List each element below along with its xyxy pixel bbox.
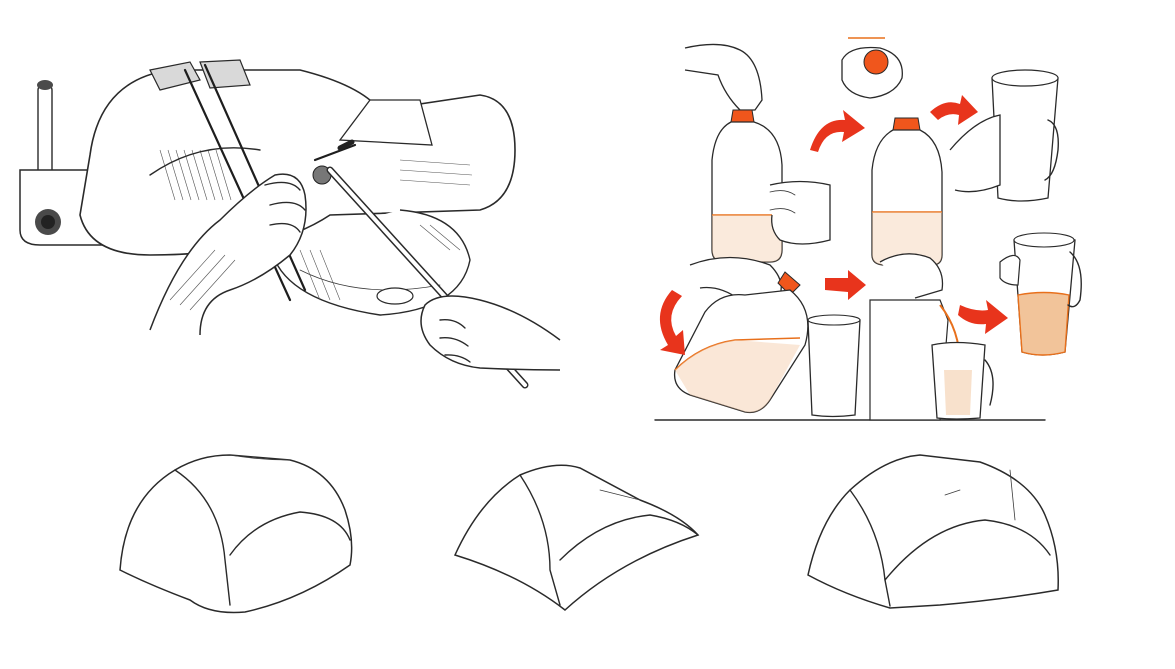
step-4-tipping (659, 256, 861, 418)
step-2-cap (841, 37, 903, 99)
shape-3-faceted (807, 454, 1059, 609)
step-3-glass (949, 69, 1059, 202)
vise-filing-panel (19, 59, 561, 389)
pouring-sequence-panel (654, 37, 1082, 421)
step-1-bottle (684, 43, 831, 263)
step-5-pouring (869, 253, 994, 421)
arrow-4-icon (825, 270, 866, 300)
shape-1-rounded (119, 454, 353, 614)
vise-handle (37, 80, 53, 181)
left-hand (149, 173, 307, 336)
arrow-1-icon (810, 110, 865, 152)
step-2-bottle (871, 117, 943, 266)
right-hand (420, 295, 561, 371)
shape-2-concave (453, 464, 700, 611)
arrow-2-icon (930, 95, 978, 125)
arrow-3-icon (659, 290, 685, 355)
step-6-filled-glass (999, 232, 1082, 356)
arrow-5-icon (958, 300, 1008, 334)
